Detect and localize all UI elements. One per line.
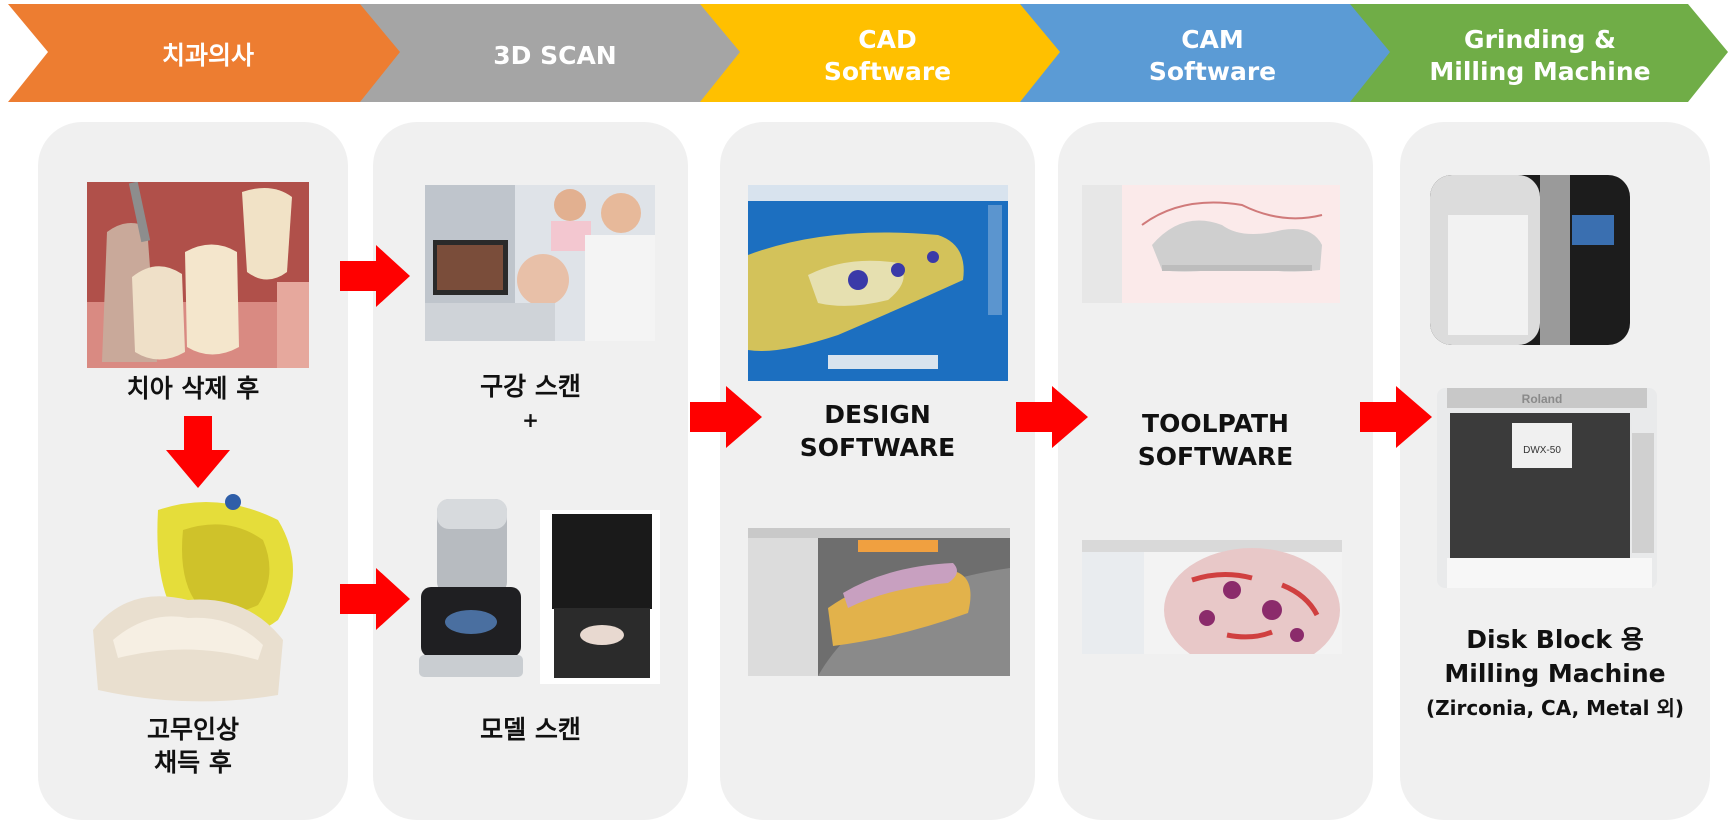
tooth-prep-photo bbox=[87, 182, 309, 368]
model-scanner-silver bbox=[419, 499, 523, 677]
cad-crown-screenshot bbox=[748, 528, 1010, 676]
arrow-down bbox=[166, 416, 230, 488]
arrow-right bbox=[340, 568, 410, 630]
step-label-3d-scan: 3D SCAN bbox=[493, 41, 617, 70]
impression-model-photo bbox=[93, 494, 293, 702]
caption-plus: + bbox=[522, 408, 539, 432]
model-scanner-black bbox=[540, 510, 660, 684]
chevron-cad bbox=[700, 4, 1070, 102]
chevron-milling bbox=[1350, 4, 1728, 102]
arrow-right bbox=[1016, 386, 1088, 448]
caption-model-scan: 모델 스캔 bbox=[480, 715, 581, 744]
step-label-dentist: 치과의사 bbox=[161, 41, 254, 70]
step-label-cam: CAM Software bbox=[1148, 25, 1277, 86]
grinding-machine-image bbox=[1430, 175, 1630, 345]
machine-brand-label: Roland bbox=[1522, 392, 1563, 406]
chevron-dentist bbox=[8, 4, 410, 102]
chevron-3d-scan bbox=[360, 4, 750, 102]
cad-design-screenshot bbox=[748, 185, 1008, 381]
caption-impression: 고무인상 채득 후 bbox=[146, 715, 239, 777]
arrow-right bbox=[690, 386, 762, 448]
caption-tooth-prep: 치아 삭제 후 bbox=[126, 374, 260, 403]
oral-scan-photo bbox=[425, 185, 655, 341]
caption-design-software: DESIGN SOFTWARE bbox=[799, 400, 956, 462]
caption-disk-block: Disk Block 용 bbox=[1466, 625, 1644, 654]
milling-machine-image: Roland DWX-50 bbox=[1437, 388, 1657, 588]
caption-milling-machine: Milling Machine bbox=[1444, 659, 1666, 688]
step-label-cad: CAD Software bbox=[823, 25, 952, 86]
caption-toolpath-software: TOOLPATH SOFTWARE bbox=[1137, 409, 1294, 471]
arrow-right bbox=[1360, 386, 1432, 448]
caption-oral-scan: 구강 스캔 bbox=[480, 372, 581, 401]
caption-materials: (Zirconia, CA, Metal 외) bbox=[1425, 696, 1685, 720]
machine-model-label: DWX-50 bbox=[1523, 445, 1561, 456]
chevron-cam bbox=[1020, 4, 1400, 102]
step-label-milling: Grinding & Milling Machine bbox=[1429, 25, 1651, 86]
cam-toolpath-screenshot bbox=[1082, 185, 1340, 303]
process-chevrons bbox=[8, 4, 1728, 102]
arrow-right bbox=[340, 245, 410, 307]
cam-nesting-screenshot bbox=[1082, 540, 1342, 654]
